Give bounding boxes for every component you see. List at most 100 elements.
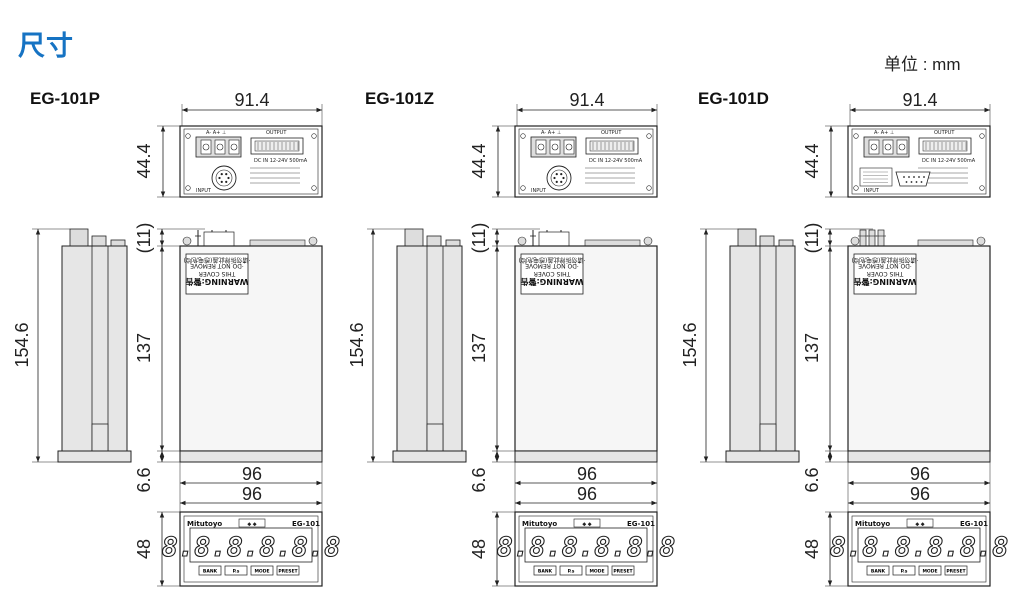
panel-button: BANK [198, 565, 222, 576]
model-tag: EG-101 [292, 520, 320, 528]
output-label: OUTPUT [266, 130, 287, 136]
svg-text:THIS COVER: THIS COVER [534, 270, 572, 277]
svg-text:PRESET: PRESET [278, 569, 298, 575]
svg-text:·DO NOT REMOVE: ·DO NOT REMOVE [858, 262, 912, 269]
height-top-label: 44.4 [134, 143, 154, 178]
body-height-label: 137 [134, 333, 154, 363]
panel-button: PRESET [276, 565, 300, 576]
width-top-label: 91.4 [569, 90, 604, 110]
height-top-label: 44.4 [802, 143, 822, 178]
brand-logo: Mitutoyo [855, 520, 890, 528]
brand-logo: Mitutoyo [187, 520, 222, 528]
svg-text:WARNING:警告: WARNING:警告 [854, 277, 917, 287]
power-label: DC IN 12-24V 500mA [922, 158, 976, 164]
terminal-height-label: (11) [802, 223, 822, 254]
panel-button: P.s [892, 565, 916, 576]
base-height-label: 6.6 [469, 467, 489, 492]
body-height-label: 137 [802, 333, 822, 363]
page-heading: 尺寸 [18, 31, 74, 62]
model-drawing: EG-101Z 91.4 44.4 A- A+ ⊥ OUTPUT DC IN 12-24V… [347, 89, 676, 587]
power-label: DC IN 12-24V 500mA [254, 158, 308, 164]
base-height-label: 6.6 [802, 467, 822, 492]
terminal-marks: A- A+ ⊥ [206, 130, 226, 136]
depth-label-b: 96 [577, 484, 597, 504]
panel-button: P.s [224, 565, 248, 576]
depth-label-a: 96 [910, 464, 930, 484]
total-height-label: 154.6 [347, 322, 367, 367]
svg-text:BANK: BANK [538, 569, 553, 575]
model-name: EG-101P [30, 89, 100, 108]
depth-label-a: 96 [577, 464, 597, 484]
svg-text:MODE: MODE [922, 569, 937, 575]
depth-label-a: 96 [242, 464, 262, 484]
input-label: INPUT [531, 188, 547, 194]
terminal-height-label: (11) [469, 223, 489, 254]
total-height-label: 154.6 [680, 322, 700, 367]
base-height-label: 6.6 [134, 467, 154, 492]
svg-text:THIS COVER: THIS COVER [867, 270, 905, 277]
width-top-label: 91.4 [234, 90, 269, 110]
input-label: INPUT [196, 188, 212, 194]
svg-text:·请勿拆除此盖(感电危险): ·请勿拆除此盖(感电危险) [852, 256, 919, 264]
power-label: DC IN 12-24V 500mA [589, 158, 643, 164]
top-view: 91.4 44.4 A- A+ ⊥ OUTPUT DC IN 12-24V 500mA I… [469, 90, 658, 198]
svg-text:P.s: P.s [568, 569, 575, 575]
svg-text:·请勿拆除此盖(感电危险): ·请勿拆除此盖(感电危险) [184, 256, 251, 264]
front-height-label: 48 [134, 539, 154, 559]
panel-button: P.s [559, 565, 583, 576]
panel-button: BANK [866, 565, 890, 576]
svg-text:BANK: BANK [871, 569, 886, 575]
total-height-label: 154.6 [12, 322, 32, 367]
width-top-label: 91.4 [902, 90, 937, 110]
panel-button: PRESET [611, 565, 635, 576]
svg-text:PRESET: PRESET [613, 569, 633, 575]
depth-label-b: 96 [910, 484, 930, 504]
svg-text:◆ ◆: ◆ ◆ [915, 522, 924, 528]
svg-text:BANK: BANK [203, 569, 218, 575]
svg-text:WARNING:警告: WARNING:警告 [521, 277, 584, 287]
svg-text:WARNING:警告: WARNING:警告 [186, 277, 249, 287]
svg-text:THIS COVER: THIS COVER [199, 270, 237, 277]
terminal-marks: A- A+ ⊥ [541, 130, 561, 136]
input-label: INPUT [864, 188, 880, 194]
svg-text:MODE: MODE [589, 569, 604, 575]
svg-text:P.s: P.s [233, 569, 240, 575]
seven-seg-display: 8.8.8.8.8.8 [497, 532, 676, 563]
panel-button: MODE [918, 565, 942, 576]
svg-text:·DO NOT REMOVE: ·DO NOT REMOVE [525, 262, 579, 269]
terminal-height-label: (11) [134, 223, 154, 254]
model-name: EG-101Z [365, 89, 434, 108]
panel-button: PRESET [944, 565, 968, 576]
side-view: 154.6 [347, 228, 467, 463]
model-tag: EG-101 [960, 520, 988, 528]
model-name: EG-101D [698, 89, 769, 108]
dsub-connector-icon [895, 171, 931, 187]
unit-label: 单位 : mm [884, 55, 961, 74]
panel-button: MODE [250, 565, 274, 576]
svg-text:·请勿拆除此盖(感电危险): ·请勿拆除此盖(感电危险) [519, 256, 586, 264]
height-top-label: 44.4 [469, 143, 489, 178]
model-drawing: EG-101P 91.4 44.4 A- A+ ⊥ OUTPUT DC IN 12-24V… [12, 89, 341, 587]
output-label: OUTPUT [601, 130, 622, 136]
depth-label-b: 96 [242, 484, 262, 504]
model-tag: EG-101 [627, 520, 655, 528]
brand-logo: Mitutoyo [522, 520, 557, 528]
output-label: OUTPUT [934, 130, 955, 136]
front-height-label: 48 [469, 539, 489, 559]
svg-text:◆ ◆: ◆ ◆ [582, 522, 591, 528]
svg-text:P.s: P.s [901, 569, 908, 575]
seven-seg-display: 8.8.8.8.8.8 [162, 532, 341, 563]
